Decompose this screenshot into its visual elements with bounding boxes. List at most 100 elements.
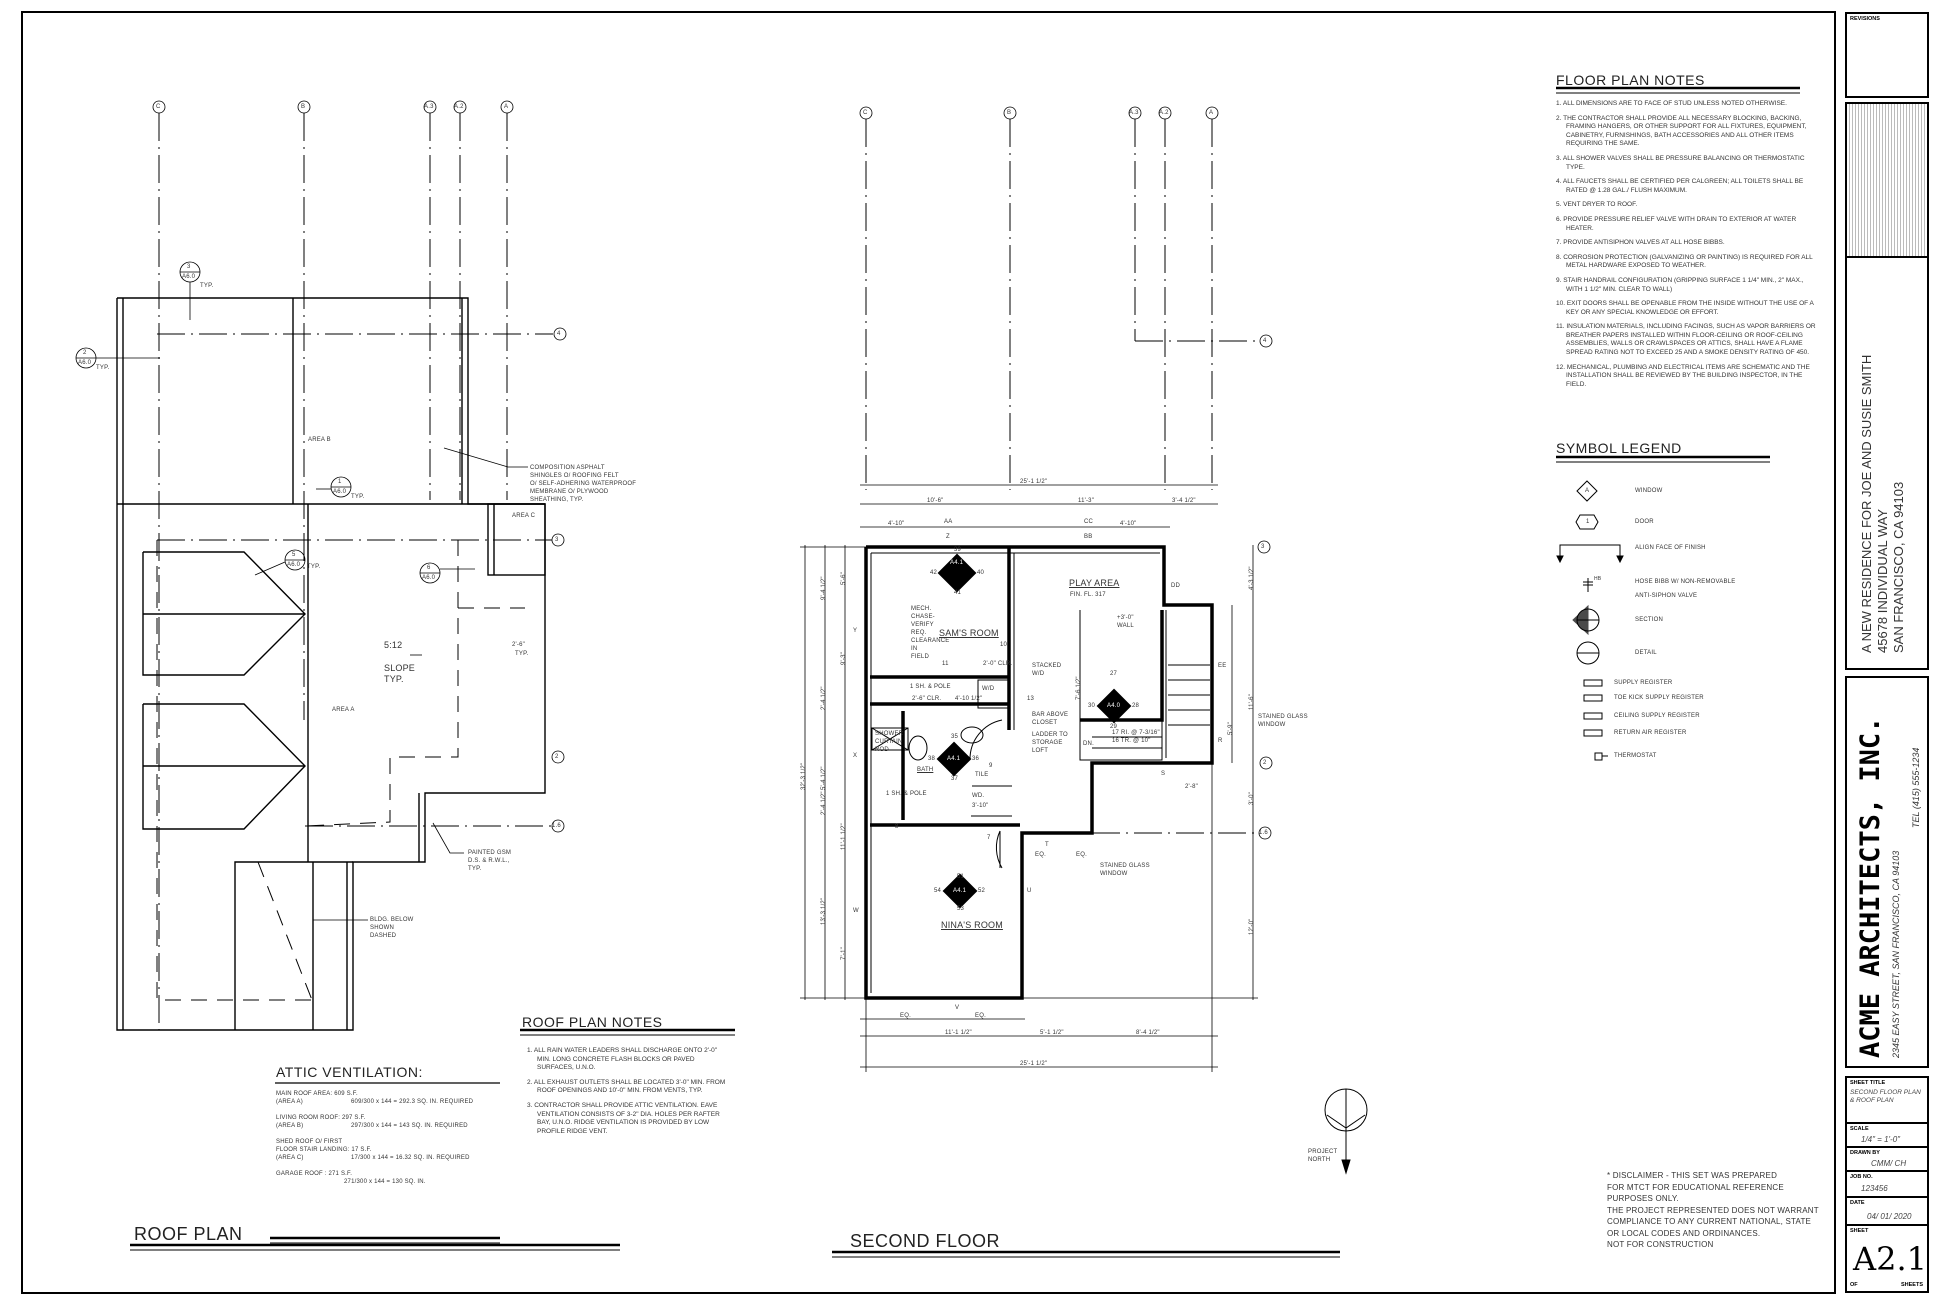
- roof-grid-label-1-6: 1.6: [552, 823, 561, 829]
- floor-note: 2. THE CONTRACTOR SHALL PROVIDE ALL NECE…: [1556, 114, 1807, 148]
- dim-right: 7'-6 1/2": [1076, 676, 1082, 700]
- overhang-dim: 2'-6": [512, 642, 525, 648]
- floor-note: 11. INSULATION MATERIALS, INCLUDING FACI…: [1556, 323, 1816, 357]
- roof-grid-label-a3: A.3: [424, 104, 434, 110]
- dim-right: 5'-9": [1228, 722, 1234, 735]
- register-icons: [1583, 679, 1603, 737]
- floor-grid-label-4: 4: [1263, 338, 1267, 344]
- section-2-note: TYP.: [96, 365, 110, 371]
- elev-tag-bottom: 53: [957, 906, 965, 912]
- roof-plan-notes-list: 1. ALL RAIN WATER LEADERS SHALL DISCHARG…: [527, 1047, 732, 1142]
- legend-symbols: [1556, 480, 1624, 761]
- sheet-title: SECOND FLOOR PLAN& ROOF PLAN: [1850, 1089, 1921, 1104]
- door-tag: 9: [989, 763, 993, 769]
- firm-address: 2345 EASY STREET, SAN FRANCISCO, CA 9410…: [1891, 850, 1901, 1058]
- floor-note: 8. CORROSION PROTECTION (GALVANIZING OR …: [1556, 253, 1813, 270]
- roof-grid-label-4: 4: [557, 331, 561, 337]
- window-tag: EE: [1218, 663, 1227, 669]
- floor-dimension-lines: [800, 484, 1258, 1072]
- job-no-label: JOB NO.: [1850, 1174, 1873, 1180]
- roof-grid-label-c: C: [156, 104, 161, 110]
- scale-value: 1/4" = 1'-0": [1861, 1135, 1901, 1144]
- tile-label: TILE: [975, 772, 989, 778]
- sheet-title-box: SHEET TITLE SECOND FLOOR PLAN& ROOF PLAN: [1845, 1076, 1929, 1124]
- floor-grid-label-2: 2: [1263, 760, 1267, 766]
- dim-left: 2'-4 1/2": [821, 686, 827, 710]
- door-tag: 10: [1000, 642, 1008, 648]
- roof-plan-notes-title: ROOF PLAN NOTES: [522, 1014, 663, 1030]
- roof-note: 2. ALL EXHAUST OUTLETS SHALL BE LOCATED …: [527, 1078, 726, 1095]
- roof-slope-typ: TYP.: [384, 674, 404, 684]
- legend-item-thermostat: THERMOSTAT: [1614, 753, 1657, 759]
- drawn-by-value: CMM/ CH: [1871, 1159, 1907, 1168]
- align-face-icon: [1559, 544, 1621, 560]
- elev-tag-right: 40: [977, 570, 985, 576]
- floor-grid-label-1-6: 1.6: [1259, 830, 1268, 836]
- room-label-sams-room: SAM'S ROOM: [939, 628, 999, 638]
- detail-symbol-icon: [1576, 641, 1600, 665]
- roof-grid-label-2: 2: [555, 754, 559, 760]
- dim-left: 5'-6": [841, 572, 847, 585]
- legend-item-supply-register: SUPPLY REGISTER: [1614, 680, 1673, 686]
- window-symbol-icon: [1576, 480, 1598, 502]
- sheet-label: SHEET: [1850, 1228, 1869, 1234]
- elevation-tag-shapes: [936, 553, 1132, 909]
- roof-slope-label: SLOPE: [384, 663, 416, 673]
- dim-left: 2'-4 1/2": [821, 791, 827, 815]
- job-no-value: 123456: [1861, 1184, 1888, 1193]
- sheets-label: SHEETS: [1901, 1282, 1924, 1288]
- elev-tag-bottom: 29: [1110, 724, 1118, 730]
- second-floor-title: SECOND FLOOR: [850, 1231, 1001, 1251]
- floor-note: 1. ALL DIMENSIONS ARE TO FACE OF STUD UN…: [1556, 100, 1787, 107]
- window-tag: R: [1218, 738, 1223, 744]
- sheet-number: A2.1: [1853, 1240, 1927, 1278]
- floor-note: 3. ALL SHOWER VALVES SHALL BE PRESSURE B…: [1556, 154, 1805, 171]
- dim-top-seg1: 10'-6": [927, 498, 944, 504]
- elev-tag-top: 35: [951, 734, 959, 740]
- attic-ventilation-title: ATTIC VENTILATION:: [276, 1064, 423, 1080]
- north-arrow-icon: [1324, 1088, 1368, 1175]
- eq-label: EQ.: [1076, 852, 1087, 858]
- door-tag: 13: [1027, 696, 1035, 702]
- legend-item-window: WINDOW: [1635, 488, 1663, 494]
- eq-label: EQ.: [1035, 852, 1046, 858]
- dim-bottom-eq1: EQ.: [900, 1013, 911, 1019]
- floor-note: 9. STAIR HANDRAIL CONFIGURATION (GRIPPIN…: [1556, 276, 1804, 293]
- dim-left: 32'-3 1/2": [801, 762, 807, 790]
- clearance-label: 2'-6" CLR.: [912, 696, 942, 702]
- window-tag: CC: [1084, 519, 1094, 525]
- window-tag: T: [1045, 842, 1049, 848]
- elev-tag-right: 52: [978, 888, 986, 894]
- legend-item-hose-bibb-2: ANTI-SIPHON VALVE: [1635, 593, 1698, 599]
- stair-callout: 17 RI. @ 7-3/16"16 TR. @ 10": [1112, 730, 1160, 744]
- dim-bottom-seg3: 8'-4 1/2": [1136, 1030, 1160, 1036]
- roof-plan-outline: [116, 297, 546, 1031]
- firm-tel: TEL (415) 555-1234: [1911, 747, 1921, 828]
- dim-right: 3'-0": [1249, 792, 1255, 805]
- elev-tag-bottom: 37: [951, 776, 959, 782]
- play-area-floor-elevation: FIN. FL. 317: [1070, 592, 1106, 598]
- elev-tag-bottom: 41: [954, 590, 962, 596]
- dim-bottom-eq2: EQ.: [975, 1013, 986, 1019]
- wd-dim: 3'-10": [972, 803, 989, 809]
- closet-dim: 4'-10 1/2": [955, 696, 983, 702]
- floor-gridlines: [865, 119, 1259, 834]
- floor-grid-label-3: 3: [1261, 544, 1265, 550]
- elev-tag-top: 51: [957, 874, 965, 880]
- elev-tag-right: 28: [1132, 703, 1140, 709]
- shelf-pole-label: 1 SH. & POLE: [910, 684, 951, 690]
- revisions-label: REVISIONS: [1850, 16, 1880, 22]
- legend-item-detail: DETAIL: [1635, 650, 1657, 656]
- door-tag: 11: [942, 661, 949, 667]
